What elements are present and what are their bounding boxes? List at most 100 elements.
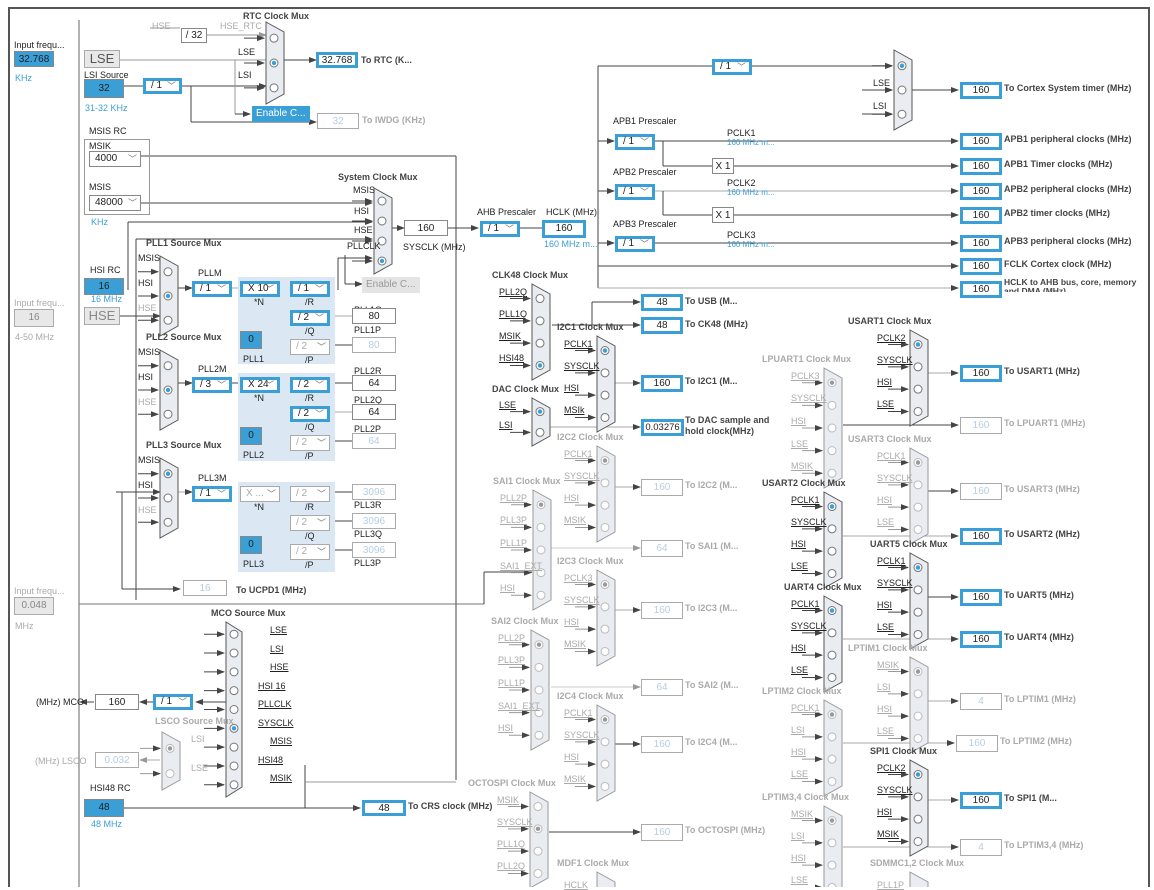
mux-radio[interactable]: [163, 315, 173, 325]
mux-radio[interactable]: [163, 267, 173, 277]
mux-radio[interactable]: [827, 400, 837, 410]
pll3-fracn-value[interactable]: 0: [240, 536, 262, 554]
mux-radio[interactable]: [600, 646, 610, 656]
mux-radio[interactable]: [827, 468, 837, 478]
mux-radio[interactable]: [827, 860, 837, 870]
apb2-prescaler-select[interactable]: / 1﹀: [615, 184, 655, 200]
mux-radio[interactable]: [536, 545, 546, 555]
pll1-p-divider[interactable]: / 2﹀: [290, 339, 330, 355]
mux-radio[interactable]: [913, 689, 923, 699]
lsi-source-value[interactable]: 32: [84, 79, 124, 98]
lsi-divider-select[interactable]: / 1﹀: [143, 78, 182, 94]
mux-radio[interactable]: [377, 236, 387, 246]
mux-radio[interactable]: [827, 732, 837, 742]
mux-radio[interactable]: [165, 769, 175, 779]
pll1-r-divider[interactable]: / 1﹀: [290, 281, 330, 297]
pll1-m-divider[interactable]: / 1﹀: [192, 281, 232, 297]
mux-radio[interactable]: [827, 882, 837, 887]
sysclk-enable-css-button[interactable]: Enable C...: [362, 277, 420, 293]
mux-radio[interactable]: [534, 685, 544, 695]
mux-radio[interactable]: [600, 781, 610, 791]
mux-radio[interactable]: [600, 737, 610, 747]
mux-radio[interactable]: [913, 836, 923, 846]
apb3-prescaler-select[interactable]: / 1﹀: [615, 236, 655, 252]
mux-radio[interactable]: [827, 672, 837, 682]
mux-radio[interactable]: [913, 524, 923, 534]
mux-radio[interactable]: [913, 384, 923, 394]
mux-radio[interactable]: [827, 776, 837, 786]
lse-input-field[interactable]: 32.768: [14, 51, 54, 67]
mux-radio[interactable]: [913, 362, 923, 372]
mux-radio[interactable]: [229, 742, 239, 752]
mux-radio[interactable]: [229, 648, 239, 658]
mux-radio[interactable]: [535, 338, 545, 348]
pll3-q-divider[interactable]: / 2﹀: [290, 515, 330, 531]
mux-radio[interactable]: [913, 480, 923, 490]
mux-radio[interactable]: [913, 502, 923, 512]
mux-radio[interactable]: [827, 650, 837, 660]
mux-radio[interactable]: [163, 493, 173, 503]
mux-radio[interactable]: [913, 607, 923, 617]
mux-radio[interactable]: [913, 711, 923, 721]
pll3-r-divider[interactable]: / 2﹀: [290, 486, 330, 502]
mux-radio[interactable]: [913, 814, 923, 824]
pll2-r-divider[interactable]: / 2﹀: [290, 377, 330, 393]
pll3-n-multiplier[interactable]: X ...﹀: [240, 486, 280, 502]
pll1-fracn-value[interactable]: 0: [240, 331, 262, 349]
mux-radio[interactable]: [163, 409, 173, 419]
pll2-p-divider[interactable]: / 2﹀: [290, 435, 330, 451]
mux-radio[interactable]: [827, 568, 837, 578]
mux-radio[interactable]: [534, 730, 544, 740]
mux-radio[interactable]: [229, 761, 239, 771]
mux-radio[interactable]: [229, 629, 239, 639]
mux-radio[interactable]: [827, 754, 837, 764]
mux-radio[interactable]: [534, 662, 544, 672]
pll1-n-multiplier[interactable]: X 10﹀: [240, 281, 280, 297]
mux-radio[interactable]: [827, 524, 837, 534]
mux-radio[interactable]: [535, 316, 545, 326]
mux-radio[interactable]: [913, 629, 923, 639]
mux-radio[interactable]: [600, 624, 610, 634]
mux-radio[interactable]: [600, 390, 610, 400]
pll3-m-divider[interactable]: / 1﹀: [192, 486, 232, 502]
rtc-enable-css-button[interactable]: Enable C...: [252, 106, 310, 122]
ext-input-field[interactable]: 0.048: [14, 597, 54, 615]
mux-radio[interactable]: [827, 628, 837, 638]
mux-radio[interactable]: [827, 423, 837, 433]
mux-radio[interactable]: [897, 109, 907, 119]
mux-radio[interactable]: [269, 33, 279, 43]
mux-radio[interactable]: [600, 478, 610, 488]
ahb-prescaler-select[interactable]: / 1﹀: [480, 221, 520, 237]
mux-radio[interactable]: [377, 216, 387, 226]
mux-radio[interactable]: [269, 83, 279, 93]
mux-radio[interactable]: [229, 705, 239, 714]
mux-radio[interactable]: [600, 500, 610, 510]
mux-radio[interactable]: [600, 522, 610, 532]
mux-radio[interactable]: [229, 780, 239, 790]
mux-radio[interactable]: [163, 361, 173, 371]
systick-divider-select[interactable]: / 1﹀: [712, 59, 752, 75]
mux-radio[interactable]: [536, 568, 546, 578]
mux-radio[interactable]: [827, 446, 837, 456]
mux-radio[interactable]: [600, 602, 610, 612]
hclk-value[interactable]: 160: [542, 220, 586, 238]
mux-radio[interactable]: [897, 85, 907, 95]
mux-radio[interactable]: [600, 412, 610, 422]
mux-radio[interactable]: [229, 686, 239, 696]
pll1-q-divider[interactable]: / 2﹀: [290, 310, 330, 326]
mux-radio[interactable]: [533, 846, 543, 856]
mux-radio[interactable]: [535, 427, 545, 437]
pll2-q-divider[interactable]: / 2﹀: [290, 406, 330, 422]
mux-radio[interactable]: [536, 522, 546, 532]
apb1-prescaler-select[interactable]: / 1﹀: [615, 134, 655, 150]
mux-radio[interactable]: [533, 868, 543, 878]
mux-radio[interactable]: [377, 196, 387, 206]
mux-radio[interactable]: [534, 708, 544, 718]
msis-select[interactable]: 48000﹀: [89, 195, 141, 211]
pll3-p-divider[interactable]: / 2﹀: [290, 544, 330, 560]
mux-radio[interactable]: [533, 802, 543, 812]
pll2-fracn-value[interactable]: 0: [240, 427, 262, 445]
mux-radio[interactable]: [536, 590, 546, 600]
mux-radio[interactable]: [827, 838, 837, 848]
mux-radio[interactable]: [229, 667, 239, 677]
